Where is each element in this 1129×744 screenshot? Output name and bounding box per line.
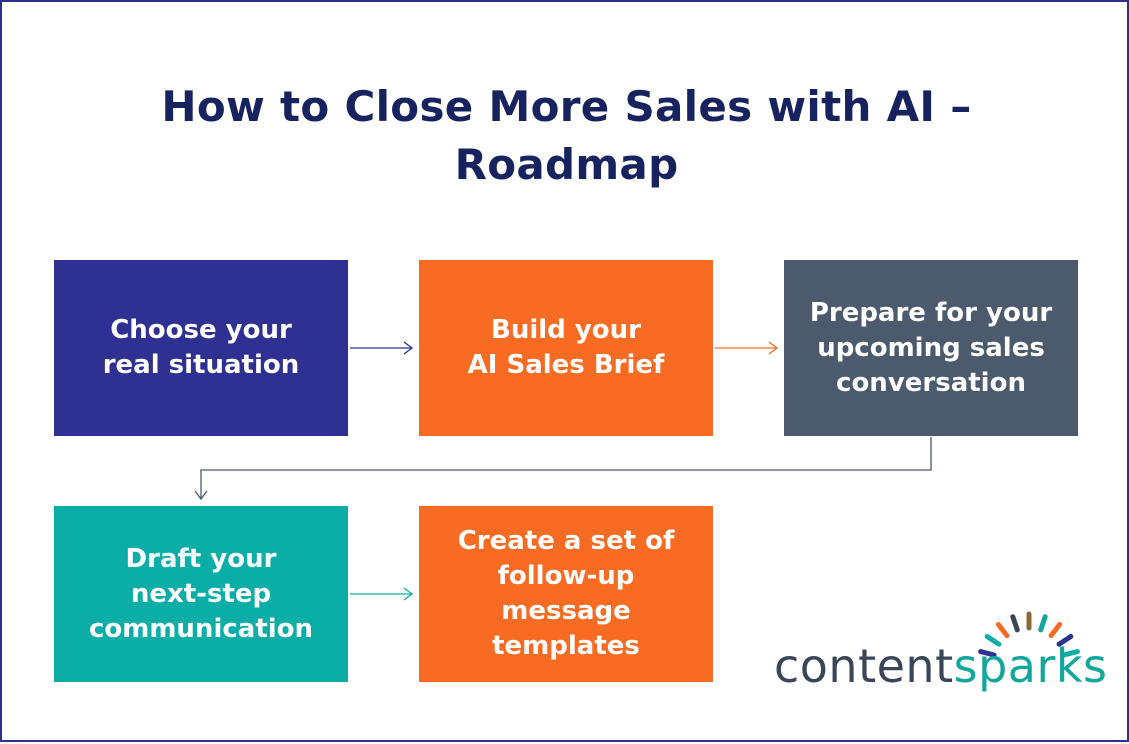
step-3-line-3: conversation <box>836 367 1026 398</box>
spark-ray <box>1048 622 1063 639</box>
title-line-1: How to Close More Sales with AI – <box>161 82 972 131</box>
step-5-line-4: templates <box>492 631 640 661</box>
spark-ray <box>1061 649 1080 658</box>
step-1-line-2: real situation <box>102 350 300 380</box>
connector-arrow-step2-step3 <box>715 341 779 355</box>
step-4-line-3: communication <box>88 613 314 644</box>
logo-sparks-text: sparks <box>953 639 1108 693</box>
title-line-2: Roadmap <box>454 140 679 189</box>
step-5-line-2: follow-up <box>497 561 635 591</box>
step-1-line-1: Choose your <box>110 315 292 345</box>
contentsparks-logo: contentsparks <box>774 602 1107 697</box>
spark-ray <box>1010 614 1020 633</box>
spark-ray <box>978 649 997 658</box>
step-2-line-2: AI Sales Brief <box>467 350 665 380</box>
connector-arrow-step1-step2 <box>350 341 414 355</box>
spark-ray <box>1056 634 1074 647</box>
step-3-line-2: upcoming sales <box>817 332 1045 363</box>
spark-ray <box>1038 614 1048 633</box>
connector-elbow-step3-step4 <box>194 437 932 501</box>
step-4-line-2: next-step <box>130 578 272 609</box>
step-5-line-3: message <box>501 596 631 626</box>
spark-ray <box>995 622 1010 639</box>
spark-ray <box>984 634 1002 647</box>
page-title: How to Close More Sales with AI – Roadma… <box>2 78 1129 194</box>
step-draft-communication: Draft your next-step communication <box>54 506 348 682</box>
step-3-line-1: Prepare for your <box>809 297 1053 328</box>
step-5-line-1: Create a set of <box>457 526 675 556</box>
logo-content-text: content <box>774 639 954 693</box>
step-4-line-1: Draft your <box>125 543 277 574</box>
step-choose-situation: Choose your real situation <box>54 260 348 436</box>
step-create-templates: Create a set of follow-up message templa… <box>419 506 713 682</box>
step-build-brief: Build your AI Sales Brief <box>419 260 713 436</box>
step-prepare-conversation: Prepare for your upcoming sales conversa… <box>784 260 1078 436</box>
spark-rays-icon <box>978 611 1080 658</box>
step-2-line-1: Build your <box>491 315 641 345</box>
connector-arrow-step4-step5 <box>350 587 414 601</box>
logo-wordmark: contentsparks <box>774 638 1108 694</box>
